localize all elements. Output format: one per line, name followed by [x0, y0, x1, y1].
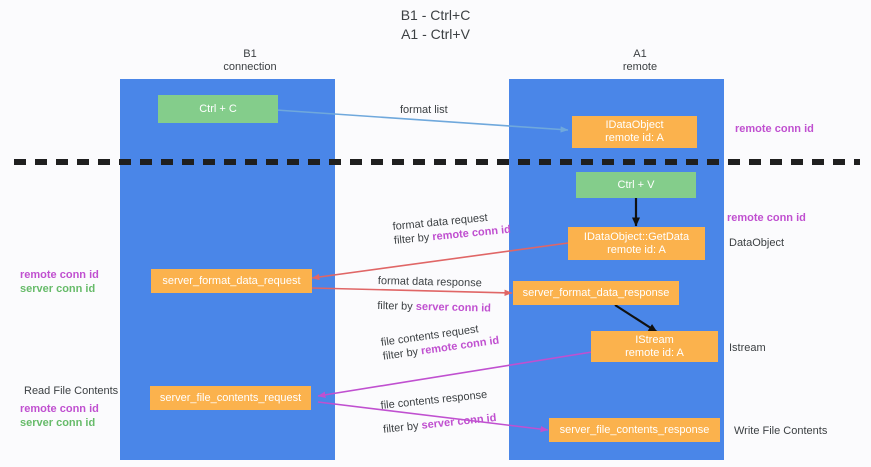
arrow-response-to-istream [614, 304, 658, 333]
edge-label-format-list: format list [400, 103, 448, 117]
left-label-read-file-contents: Read File Contents [24, 385, 119, 397]
filter-prefix: filter by [382, 419, 423, 436]
lane-header-a1: A1 remote [622, 48, 658, 73]
filter-key-server-conn-id: server conn id [415, 300, 492, 315]
lane-header-b1: B1 connection [223, 48, 277, 73]
filter-prefix: filter by [393, 231, 433, 247]
diagram-title: B1 - Ctrl+C A1 - Ctrl+V [400, 7, 471, 42]
edge-label-format-list-line1: format list [400, 104, 448, 116]
arrow-file-contents-response [317, 401, 549, 433]
edge-label-format-data-response: format data response filter by server co… [377, 274, 492, 316]
left-label-server-conn-id-1: server conn id [20, 283, 96, 295]
left-label-server-conn-id-2: server conn id [20, 417, 96, 429]
arrow-format-list [275, 109, 569, 133]
right-label-remote-conn-id-1: remote conn id [735, 123, 814, 135]
box-server-format-data-request[interactable]: server_format_data_request [151, 269, 312, 293]
box-server-file-contents-request[interactable]: server_file_contents_request [150, 386, 311, 410]
box-server-file-contents-response[interactable]: server_file_contents_response [549, 418, 720, 442]
box-idataobject[interactable]: IDataObject remote id: A [572, 116, 697, 148]
right-label-write-file-contents: Write File Contents [734, 425, 828, 437]
right-label-istream: Istream [729, 342, 766, 354]
right-label-remote-conn-id-2: remote conn id [727, 212, 806, 224]
arrow-format-data-response [311, 287, 513, 297]
box-server-format-data-response[interactable]: server_format_data_response [513, 281, 679, 305]
filter-prefix: filter by [377, 299, 416, 313]
box-idataobject-getdata[interactable]: IDataObject::GetData remote id: A [568, 227, 705, 260]
box-ctrl-v[interactable]: Ctrl + V [576, 172, 696, 198]
arrow-format-data-request [311, 242, 569, 281]
edge-label-format-data-response-line1: format data response [377, 274, 482, 290]
right-label-dataobject: DataObject [729, 237, 785, 249]
box-ctrl-c[interactable]: Ctrl + C [158, 95, 278, 123]
box-istream[interactable]: IStream remote id: A [591, 331, 718, 362]
arrow-file-contents-request [317, 351, 593, 398]
edge-label-format-data-response-line2: filter by server conn id [377, 299, 491, 316]
left-label-remote-conn-id-1: remote conn id [20, 269, 99, 281]
left-label-remote-conn-id-2: remote conn id [20, 403, 99, 415]
